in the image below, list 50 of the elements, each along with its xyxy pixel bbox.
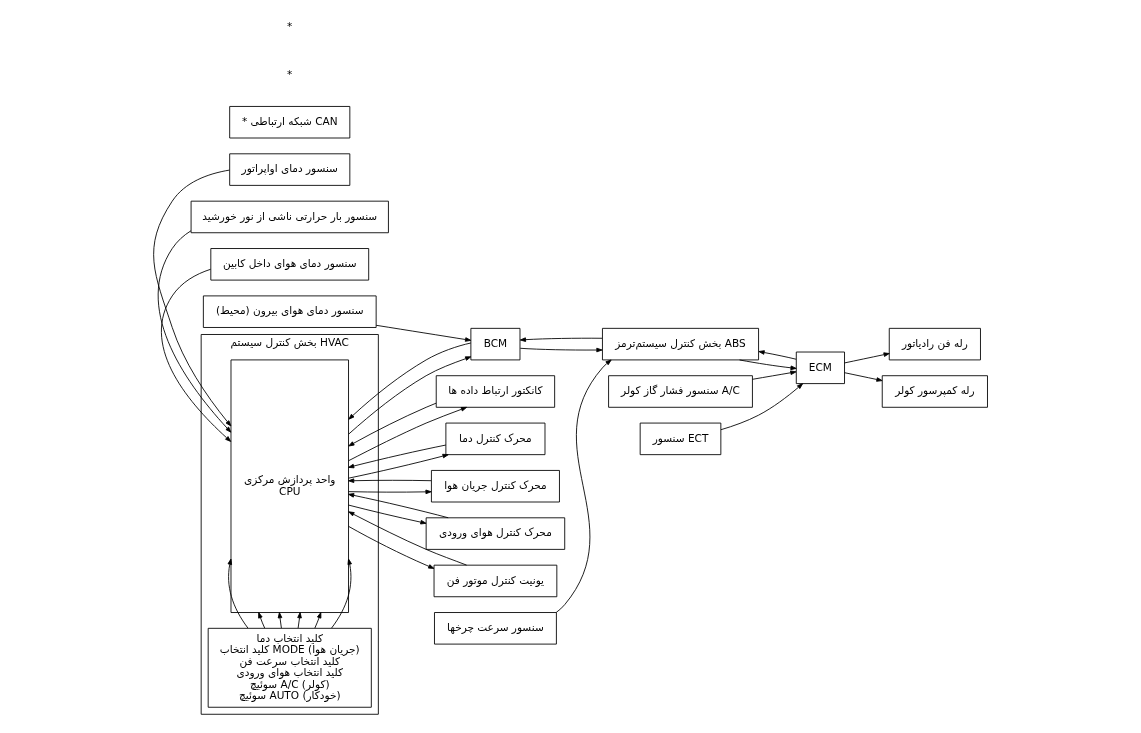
arrow (752, 370, 797, 380)
node-box: کلید انتخاب دما کلید انتخاب MODE (جریان هوا) کلید انتخاب سرعت فن کلید انتخاب هوای ورودی سوئیچ A/C (کولر) سوئیچ AUTO (خودکار) (207, 627, 372, 708)
arrow (258, 612, 266, 629)
arrow (348, 402, 437, 447)
node-box: رله کمپرسور کولر (881, 375, 988, 408)
node-box: کانکتور ارتباط داده ها (435, 375, 556, 408)
node-box: سنسور دمای اواپراتور (229, 153, 351, 186)
arrow (277, 612, 283, 629)
node-box: سنسور دمای هوای داخل کابین (210, 248, 370, 281)
arrow (153, 169, 232, 427)
arrow (348, 356, 472, 435)
node-box: سنسور بار حرارتی ناشی از نور خورشید (190, 200, 389, 234)
arrow (348, 504, 427, 525)
node-box: یونیت کنترل موتور فن (433, 564, 558, 598)
node-box: محرک کنترل جریان هوا (430, 470, 560, 503)
arrow (758, 350, 797, 360)
arrow (227, 558, 249, 629)
arrow (348, 342, 472, 420)
arrow (157, 230, 232, 433)
arrow (331, 558, 352, 629)
arrow (348, 406, 467, 462)
arrow (519, 347, 603, 353)
node-box: BCM (470, 327, 521, 361)
arrow (314, 612, 322, 629)
node-box: * شبکه ارتباطی CAN (229, 106, 351, 139)
node-box: محرک کنترل هوای ورودی (425, 517, 566, 550)
node-box: بخش کنترل سیستم‌ترمز ABS (602, 327, 759, 361)
arrow (348, 453, 449, 479)
arrow (739, 359, 797, 371)
label: * (287, 67, 293, 80)
node-box: رله فن رادیاتور (888, 327, 981, 361)
label: * (287, 20, 293, 33)
arrow (348, 489, 432, 495)
arrow (348, 444, 447, 469)
arrow (348, 478, 432, 483)
node-box: سنسور ECT (639, 422, 722, 456)
arrow (519, 337, 603, 342)
arrow (844, 372, 883, 382)
node-box: سنسور فشار گاز کولر A/C (608, 375, 753, 408)
arrow (297, 612, 302, 629)
node-box: ECM (795, 351, 845, 385)
arrow (555, 359, 612, 613)
node-box: سنسور سرعت چرخها (434, 612, 557, 645)
arrow (348, 526, 435, 569)
arrow (375, 324, 472, 342)
arrow (720, 383, 803, 431)
arrow (844, 352, 890, 364)
arrow (160, 268, 232, 442)
node-box: سنسور دمای هوای بیرون (محیط) (202, 295, 377, 328)
node-box: محرک کنترل دما (445, 422, 546, 456)
